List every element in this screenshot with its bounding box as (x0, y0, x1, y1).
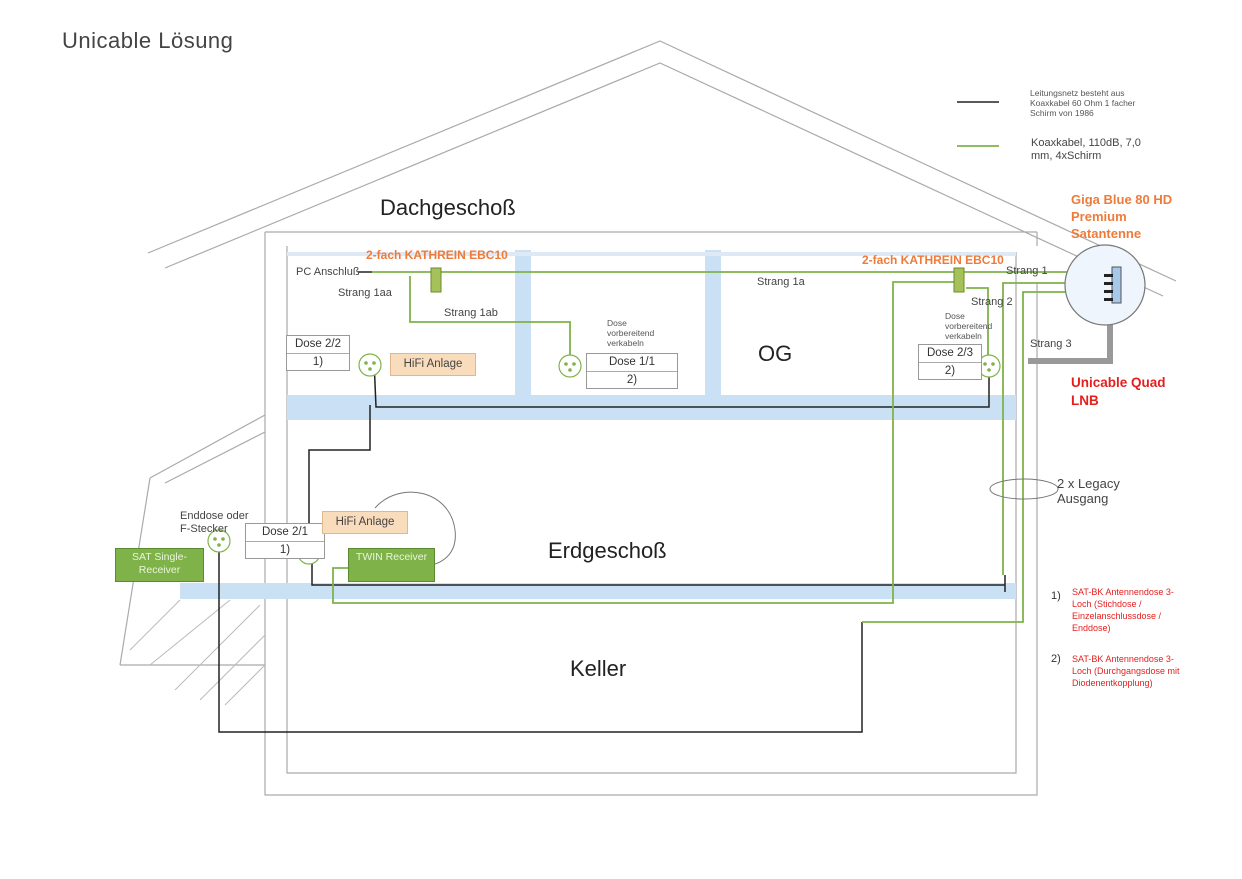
legacy-label: 2 x Legacy Ausgang (1057, 476, 1120, 506)
splitter-right-icon (953, 267, 965, 293)
dose-name: Dose 2/2 (287, 336, 349, 354)
note-1-number: 1) (1051, 590, 1061, 602)
antenna-label: Giga Blue 80 HD Premium Satantenne (1071, 192, 1173, 241)
dose-type: 2) (626, 374, 638, 386)
socket-icon (358, 353, 382, 377)
floor-label-dach: Dachgeschoß (380, 195, 516, 220)
ground-hatching (129, 599, 266, 706)
socket-icon (558, 354, 582, 378)
splitter-right-label: 2-fach KATHREIN EBC10 (862, 253, 1004, 267)
legend-black-text: Leitungsnetz besteht aus Koaxkabel 60 Oh… (1030, 88, 1136, 119)
note-1-text: SAT-BK Antennendose 3-Loch (Stichdose / … (1072, 587, 1174, 634)
strang-2-label: Strang 2 (971, 296, 1013, 308)
floor-label-og: OG (758, 341, 793, 366)
dose-name: Dose 2/3 (919, 345, 981, 363)
hifi-og-box: HiFi Anlage (390, 353, 476, 376)
splitter-left-label: 2-fach KATHREIN EBC10 (366, 248, 508, 262)
dose-2-3-box: Dose 2/3 2) (918, 344, 982, 380)
pc-port-label: PC Anschluß (296, 266, 360, 278)
satellite-dish-icon (1064, 244, 1146, 326)
dose-type: 1) (312, 356, 324, 368)
house-outline (119, 40, 1177, 796)
dose-type: 1) (279, 544, 291, 556)
hifi-eg-box: HiFi Anlage (322, 511, 408, 534)
strang-1aa-label: Strang 1aa (338, 287, 392, 299)
hifi-loop (374, 491, 456, 567)
single-receiver-box: SAT Single-Receiver (115, 548, 204, 582)
dose-type: 2) (944, 365, 956, 377)
note-2-text: SAT-BK Antennendose 3-Loch (Durchgangsdo… (1072, 654, 1180, 689)
legend-green-text: Koaxkabel, 110dB, 7,0 mm, 4xSchirm (1031, 137, 1141, 162)
lnb-label: Unicable Quad LNB (1071, 375, 1166, 408)
floor-label-eg: Erdgeschoß (548, 538, 667, 563)
dose-name: Dose 2/1 (246, 524, 324, 542)
dose-2-1-box: Dose 2/1 1) (245, 523, 325, 559)
strang-1ab-label: Strang 1ab (444, 307, 498, 319)
splitter-left-icon (430, 267, 442, 293)
dose-prep-label-1: Dose vorbereitend verkabeln (607, 318, 655, 349)
note-2-number: 2) (1051, 653, 1061, 665)
enddose-label: Enddose oder F-Stecker (180, 510, 249, 535)
legacy-ellipse (989, 478, 1059, 500)
strang3-cable (1028, 308, 1113, 364)
socket-icon (207, 529, 231, 553)
floor-label-keller: Keller (570, 656, 627, 681)
strang-1-label: Strang 1 (1006, 265, 1048, 277)
strang-1a-label: Strang 1a (757, 276, 805, 288)
twin-receiver-box: TWIN Receiver (348, 548, 435, 582)
dose-2-2-box: Dose 2/2 1) (286, 335, 350, 371)
dose-name: Dose 1/1 (587, 354, 677, 372)
dose-prep-label-2: Dose vorbereitend verkabeln (945, 311, 993, 342)
dose-1-1-box: Dose 1/1 2) (586, 353, 678, 389)
page-title: Unicable Lösung (62, 28, 234, 53)
strang-3-label: Strang 3 (1030, 338, 1072, 350)
